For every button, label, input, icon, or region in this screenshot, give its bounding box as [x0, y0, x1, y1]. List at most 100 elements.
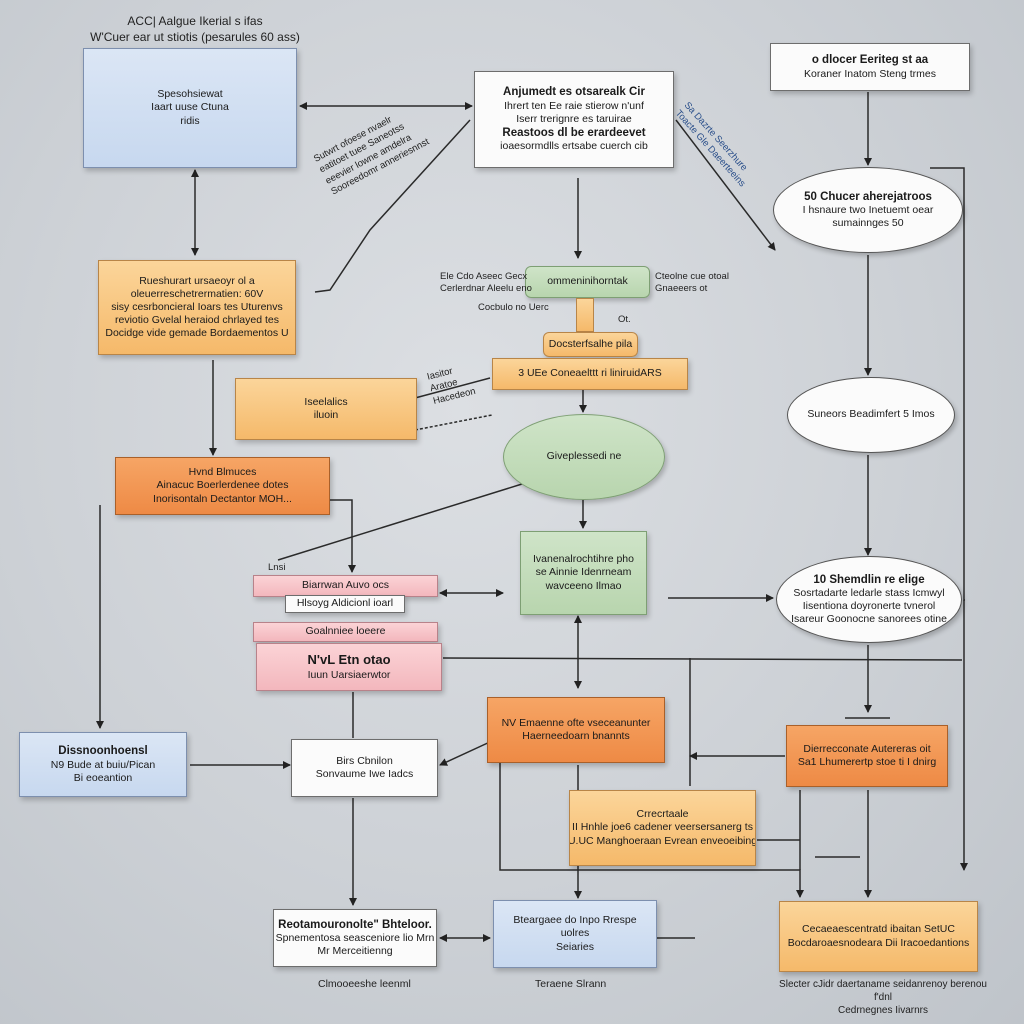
- label-text: Gnaeeers ot: [655, 283, 708, 295]
- node-ellipse-right-2[interactable]: Suneors Beadimfert 5 Imos: [787, 377, 955, 453]
- node-text: Dierrecconate Autereras oit: [803, 742, 931, 755]
- node-text: Ivanenalrochtihre pho: [533, 553, 634, 566]
- label-text: Cteolne cue otoal: [655, 271, 729, 282]
- label-text: Cerlerdnar Aleelu eno: [440, 283, 532, 295]
- node-text: U.UC Manghoeraan Evrean enveoeibing: [569, 834, 756, 847]
- label-teal-left: Ele Cdo Aseec Gecx Cerlerdnar Aleelu eno: [440, 271, 532, 296]
- node-title: N'vL Etn otao: [307, 652, 391, 668]
- node-white-bottom[interactable]: Reotamouronolte" Bhteloor. Spnementosa s…: [273, 909, 437, 967]
- node-text: II Hnhle joe6 cadener veersersanerg ts: [572, 821, 753, 834]
- node-pink-top[interactable]: Biarrwan Auvo ocs: [253, 575, 438, 597]
- node-text: Cecaeaescentratd ibaitan SetUC: [802, 923, 955, 936]
- label-text: Toacte Gle Daeerteeins: [672, 108, 748, 190]
- label-below-orange-bottom-right: Slecter cJidr daertaname seidanrenoy ber…: [776, 978, 990, 1017]
- node-text: ridis: [180, 114, 200, 127]
- label-text: Ot.: [618, 314, 631, 326]
- node-text: Hvnd Blmuces: [188, 466, 257, 479]
- node-text: Koraner Inatom Steng trmes: [804, 67, 936, 80]
- label-text: Ele Cdo Aseec Gecx: [440, 271, 528, 282]
- node-text: Sonvaume Iwe Iadcs: [315, 768, 414, 780]
- node-small-orange[interactable]: Docsterfsalhe pila: [543, 332, 638, 357]
- node-text: oleuerreschetrermatien: 60V: [130, 287, 264, 300]
- node-text: Iisentiona doyronerte tvnerol: [802, 600, 936, 613]
- node-teal-tab[interactable]: ommeninihorntak: [525, 266, 650, 298]
- label-right-slant: Sa Dazrte Seerzhure Toacte Gle Daeerteei…: [672, 100, 757, 190]
- node-text: ioaesormdlls ertsabe cuerch cib: [500, 140, 648, 153]
- label-under-teal: Cocbulo no Uerc Ot.: [478, 302, 631, 327]
- node-deep-orange-left[interactable]: Hvnd Blmuces Ainacuc Boerlerdenee dotes …: [115, 457, 330, 515]
- node-orange-lower[interactable]: Crrecrtaale II Hnhle joe6 cadener veerse…: [569, 790, 756, 866]
- node-text: ommeninihorntak: [547, 275, 628, 288]
- node-green-box[interactable]: Ivanenalrochtihre pho se Ainnie Idenrnea…: [520, 531, 647, 615]
- node-text: sisy cesrboncieral Ioars tes Uturenvs: [111, 300, 283, 313]
- node-title: Anjumedt es otsarealk Cir: [503, 86, 645, 99]
- label-orange-bar-left: Iasitor Aratoe Hacedeon: [426, 362, 477, 408]
- node-top-left[interactable]: Spesohsiewat Iaart uuse Ctuna ridis: [83, 48, 297, 168]
- node-text: Biarrwan Auvo ocs: [302, 579, 389, 592]
- node-text: Goalnniee loeere: [305, 625, 386, 638]
- node-green-ellipse[interactable]: Giveplessedi ne: [503, 414, 665, 500]
- node-orange-center[interactable]: NV Emaenne ofte vseceanunter Haerneedoar…: [487, 697, 665, 763]
- node-text: Isareur Goonocne sanorees otine: [791, 613, 947, 626]
- label-text: Clmooeeshe leenml: [318, 978, 411, 990]
- node-title: o dlocer Eeriteg st aa: [811, 54, 929, 67]
- node-top-right[interactable]: o dlocer Eeriteg st aa Koraner Inatom St…: [770, 43, 970, 91]
- node-teal-connector: [576, 298, 594, 332]
- node-text: reviotio Gvelal heraiod chrlayed tes: [114, 314, 279, 327]
- node-mid-orange[interactable]: Iseelalics iluoin: [235, 378, 417, 440]
- connector: [414, 414, 493, 431]
- label-below-blue-bottom: Teraene Slrann: [535, 978, 606, 992]
- node-title: Dissnoonhoensl: [58, 745, 148, 758]
- diagram-header: ACC| Aalgue Ikerial s ifas W'Cuer ear ut…: [70, 14, 320, 45]
- node-text: Spnementosa seasceniore lio Mrn: [275, 932, 435, 945]
- node-title: Reotamouronolte" Bhteloor.: [278, 918, 432, 931]
- node-text: Sosrtadarte ledarle stass Icmwyl: [793, 587, 945, 599]
- header-line1: ACC| Aalgue Ikerial s ifas: [127, 14, 263, 28]
- node-blue-left[interactable]: Dissnoonhoensl N9 Bude at buiu/Pican Bi …: [19, 732, 187, 797]
- connector: [330, 499, 356, 573]
- label-teal-right: Cteolne cue otoal Gnaeeers ot: [655, 271, 729, 296]
- label-text: Teraene Slrann: [535, 978, 607, 990]
- node-top-center[interactable]: Anjumedt es otsarealk Cir Ihrert ten Ee …: [474, 71, 674, 168]
- node-left-orange[interactable]: Rueshurart ursaeoyr ol a oleuerreschetre…: [98, 260, 296, 355]
- node-title: Reastoos dl be erardeevet: [502, 127, 646, 140]
- node-text: Spesohsiewat: [157, 88, 223, 101]
- node-text: Bteargaee do Inpo Rrespe: [513, 914, 637, 927]
- label-text: Cocbulo no Uerc: [478, 302, 549, 313]
- label-left-slant: Sutwrt ofoese nvaelr eatitoet tuee Saneo…: [312, 104, 432, 199]
- node-text: Haerneedoarn bnannts: [522, 730, 630, 742]
- node-text: Ihrert ten Ee raie stierow n'unf: [504, 99, 644, 112]
- node-text: Rueshurart ursaeoyr ol a: [139, 274, 255, 287]
- node-text: Bi eoeantion: [73, 771, 133, 784]
- node-text: Crrecrtaale: [636, 808, 689, 821]
- header-line2: W'Cuer ear ut stiotis (pesarules 60 ass): [90, 29, 300, 44]
- node-white-mid-left[interactable]: Birs Cbnilon Sonvaume Iwe Iadcs: [291, 739, 438, 797]
- label-text: Lnsi: [268, 562, 286, 573]
- node-text: Mr Merceitienng: [317, 945, 393, 958]
- node-blue-bottom[interactable]: Bteargaee do Inpo Rrespe uolres Seiaries: [493, 900, 657, 968]
- node-pink-main[interactable]: N'vL Etn otao Iuun Uarsiaerwtor: [256, 643, 442, 691]
- node-text: iluoin: [313, 409, 339, 421]
- node-text: sumainnges 50: [832, 217, 904, 230]
- label-text: Cedrnegnes Iivarnrs: [837, 1005, 929, 1016]
- node-pink-row[interactable]: Goalnniee loeere: [253, 622, 438, 642]
- node-text: I hsnaure two Inetuemt oear: [802, 204, 934, 217]
- node-text: Docsterfsalhe pila: [548, 337, 633, 350]
- node-text: Iserr trerignre es taruirae: [516, 112, 632, 125]
- node-title: 10 Shemdlin re elige: [813, 573, 925, 586]
- node-ellipse-right-3[interactable]: 10 Shemdlin re elige Sosrtadarte ledarle…: [776, 556, 962, 643]
- node-text: Inorisontaln Dectantor MOH...: [153, 492, 292, 505]
- node-text: Suneors Beadimfert 5 Imos: [807, 408, 935, 421]
- node-pink-mid[interactable]: Hlsoyg Aldicionl ioarl: [285, 595, 405, 613]
- node-orange-bottom-right[interactable]: Cecaeaescentratd ibaitan SetUC Bocdaroae…: [779, 901, 978, 972]
- label-below-white-bottom: Clmooeeshe leenml: [318, 978, 411, 992]
- node-text: Docidge vide gemade Bordaementos U: [105, 327, 289, 340]
- node-text: se Ainnie Idenrneam: [535, 566, 632, 579]
- node-text: Hlsoyg Aldicionl ioarl: [296, 597, 394, 610]
- node-text: Iuun Uarsiaerwtor: [307, 668, 391, 681]
- node-text: N9 Bude at buiu/Pican: [50, 758, 156, 771]
- node-orange-right[interactable]: Dierrecconate Autereras oit Sa1 Lhumerer…: [786, 725, 948, 787]
- node-ellipse-right-1[interactable]: 50 Chucer aherejatroos I hsnaure two Ine…: [773, 167, 963, 253]
- node-orange-bar[interactable]: 3 UEe Coneaelttt ri liniruidARS: [492, 358, 688, 390]
